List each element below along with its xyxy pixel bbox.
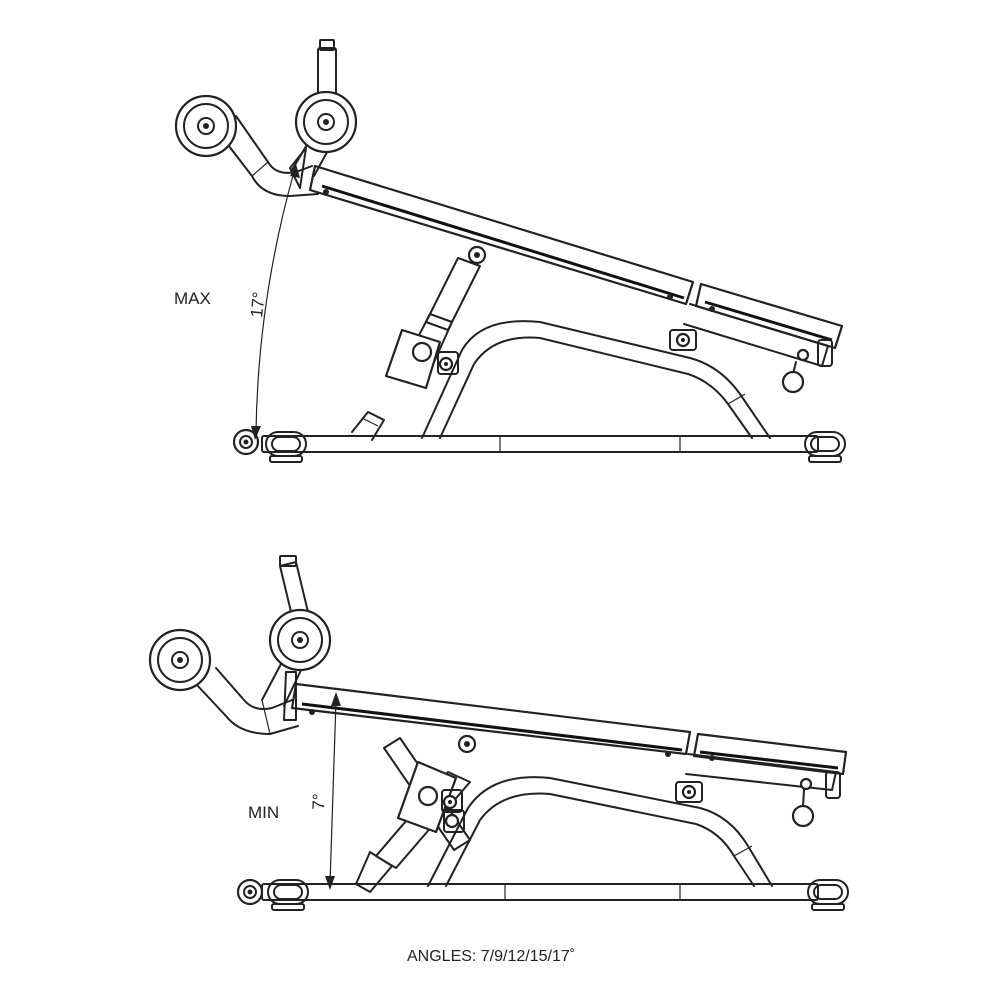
leg-roller-rear xyxy=(268,608,332,672)
transport-wheel xyxy=(236,878,264,906)
rear-bracket xyxy=(669,329,697,351)
support-tube xyxy=(351,411,385,441)
seat-pad xyxy=(692,732,848,776)
front-foot xyxy=(267,879,309,911)
arch-frame xyxy=(421,320,771,439)
angle-label-min: 7° xyxy=(309,793,329,810)
base-rail xyxy=(261,883,819,901)
adjustment-pin xyxy=(279,555,309,617)
base-rail xyxy=(261,435,819,453)
adjustment-strut xyxy=(355,737,471,893)
leg-holder-arm xyxy=(195,661,303,735)
angles-caption: ANGLES: 7/9/12/15/17˚ xyxy=(407,948,575,965)
leg-roller-front xyxy=(148,628,212,692)
front-foot xyxy=(265,431,307,463)
leg-roller-front xyxy=(174,94,238,158)
view-label-max: MAX xyxy=(174,289,211,308)
rear-frame xyxy=(685,753,841,828)
rear-foot xyxy=(807,879,849,911)
pivot-bolt xyxy=(467,245,487,265)
seat-pad xyxy=(694,282,844,350)
back-pad xyxy=(290,682,692,757)
rear-foot xyxy=(804,431,846,463)
bench-view-min: MIN 7° xyxy=(148,555,849,911)
pivot-bolt xyxy=(457,734,477,754)
angle-indicator-min xyxy=(325,692,341,890)
rear-frame xyxy=(683,303,833,394)
bench-view-max: MAX 17° xyxy=(174,39,846,463)
adjustment-strut xyxy=(384,257,481,390)
rear-bracket xyxy=(675,781,703,803)
transport-wheel xyxy=(232,428,260,456)
view-label-min: MIN xyxy=(248,803,279,822)
back-pad xyxy=(308,164,695,306)
leg-roller-rear xyxy=(294,90,358,154)
arch-frame xyxy=(427,776,773,887)
angle-label-max: 17° xyxy=(247,291,269,319)
angle-indicator-max xyxy=(251,164,300,440)
